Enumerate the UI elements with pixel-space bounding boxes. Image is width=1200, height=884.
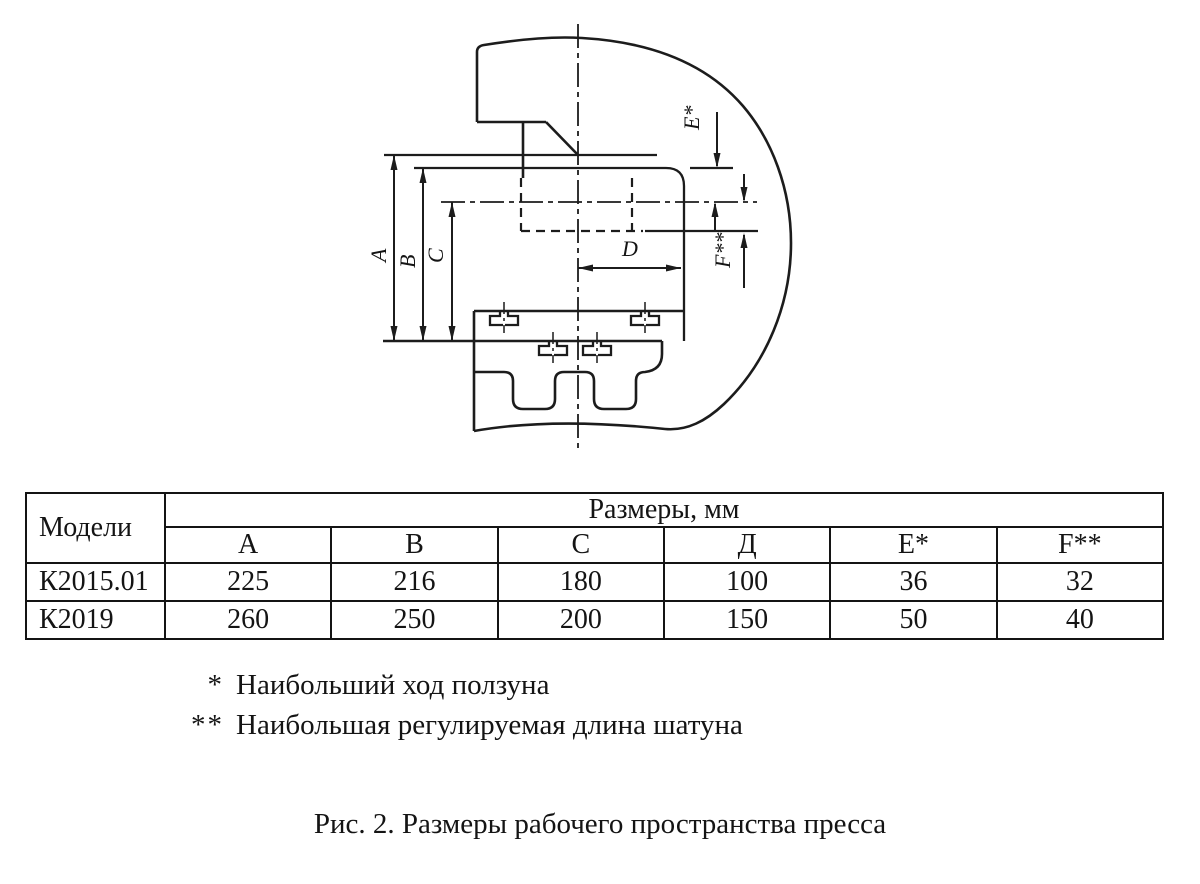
footnotes: * Наибольший ход ползуна ** Наибольшая р… — [178, 669, 743, 749]
press-table — [383, 309, 683, 431]
col-header-f: F** — [995, 526, 1165, 564]
value-a: 225 — [163, 562, 333, 602]
table-row: К2015.01 225 216 180 100 36 32 — [25, 562, 1165, 602]
dimension-d: D — [578, 236, 681, 272]
model-name: К2015.01 — [25, 562, 166, 602]
value-d: 150 — [662, 600, 832, 640]
footnote-slide-stroke: * Наибольший ход ползуна — [178, 669, 743, 702]
value-b: 250 — [330, 600, 499, 640]
value-c: 200 — [496, 600, 665, 640]
dim-label-f: F** — [710, 233, 735, 269]
footnote-text: Наибольшая регулируемая длина шатуна — [236, 709, 743, 741]
col-header-a: A — [163, 526, 333, 564]
dim-label-a: A — [366, 248, 391, 264]
value-d: 100 — [662, 562, 832, 602]
model-name: К2019 — [25, 600, 166, 640]
value-b: 216 — [330, 562, 499, 602]
header-models: Модели — [25, 492, 166, 564]
footnote-marker: ** — [191, 709, 224, 741]
col-header-b: B — [330, 526, 499, 564]
value-e: 50 — [829, 600, 998, 640]
table-row: К2019 260 250 200 150 50 40 — [25, 600, 1165, 640]
dimensions-table: Модели Размеры, мм A B C Д E* F** К2015.… — [25, 492, 1165, 640]
header-dimensions: Размеры, мм — [164, 492, 1164, 528]
col-header-d: Д — [662, 526, 832, 564]
dim-label-d: D — [621, 236, 638, 261]
dimension-e: E* — [679, 106, 721, 232]
slide-level-lines — [384, 153, 758, 341]
footnote-text: Наибольший ход ползуна — [236, 669, 550, 701]
value-c: 180 — [496, 562, 665, 602]
footnote-rod-length: ** Наибольшая регулируемая длина шатуна — [178, 709, 743, 742]
value-e: 36 — [829, 562, 998, 602]
dimension-b: B — [395, 168, 427, 341]
slide-lower-position-dashed — [519, 178, 643, 233]
dim-label-c: C — [423, 248, 448, 263]
value-a: 260 — [163, 600, 333, 640]
center-lines — [441, 24, 757, 452]
dimension-a: A — [366, 155, 398, 341]
press-frame-outline — [473, 36, 793, 433]
dimension-c: C — [423, 202, 456, 341]
footnote-marker: * — [207, 669, 224, 701]
col-header-e: E* — [829, 526, 998, 564]
figure-caption: Рис. 2. Размеры рабочего пространства пр… — [313, 808, 887, 840]
dim-label-e: E* — [679, 106, 704, 131]
dimension-f: F** — [710, 174, 748, 288]
col-header-c: C — [496, 526, 665, 564]
dim-label-b: B — [395, 255, 420, 268]
press-working-space-diagram: A B C D E* — [366, 24, 793, 452]
t-slots — [488, 302, 661, 363]
value-f: 40 — [995, 600, 1165, 640]
value-f: 32 — [995, 562, 1165, 602]
